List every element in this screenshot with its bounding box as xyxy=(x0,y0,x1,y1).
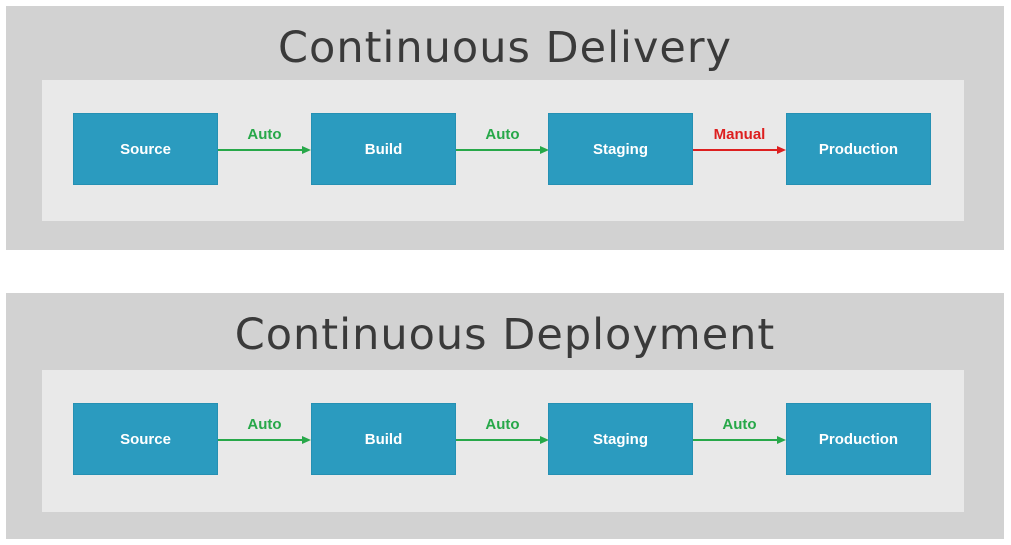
arrow-right-icon xyxy=(693,146,786,154)
transition-staging-production: Manual xyxy=(693,113,786,185)
stage-source: Source xyxy=(73,113,218,185)
transition-label: Auto xyxy=(722,416,757,433)
continuous-deployment-panel: Continuous Deployment Source Auto Build … xyxy=(6,293,1004,539)
stage-build: Build xyxy=(311,113,456,185)
transition-label: Auto xyxy=(485,126,520,143)
transition-label: Auto xyxy=(247,126,282,143)
transition-label: Auto xyxy=(485,416,520,433)
continuous-delivery-panel: Continuous Delivery Source Auto Build Au… xyxy=(6,6,1004,250)
panel-title: Continuous Delivery xyxy=(277,23,733,73)
transition-source-build: Auto xyxy=(218,403,311,475)
stage-staging: Staging xyxy=(548,403,693,475)
pipeline-area: Source Auto Build Auto Staging Auto Prod… xyxy=(42,370,964,512)
arrow-right-icon xyxy=(218,436,311,444)
transition-build-staging: Auto xyxy=(456,403,549,475)
transition-label: Auto xyxy=(247,416,282,433)
stage-production: Production xyxy=(786,403,931,475)
pipeline-area: Source Auto Build Auto Staging Manual Pr… xyxy=(42,80,964,221)
arrow-right-icon xyxy=(456,146,549,154)
transition-source-build: Auto xyxy=(218,113,311,185)
transition-staging-production: Auto xyxy=(693,403,786,475)
arrow-right-icon xyxy=(218,146,311,154)
stage-production: Production xyxy=(786,113,931,185)
stage-build: Build xyxy=(311,403,456,475)
stage-staging: Staging xyxy=(548,113,693,185)
transition-build-staging: Auto xyxy=(456,113,549,185)
arrow-right-icon xyxy=(456,436,549,444)
arrow-right-icon xyxy=(693,436,786,444)
panel-title: Continuous Deployment xyxy=(234,310,776,360)
stage-source: Source xyxy=(73,403,218,475)
transition-label: Manual xyxy=(713,126,766,143)
